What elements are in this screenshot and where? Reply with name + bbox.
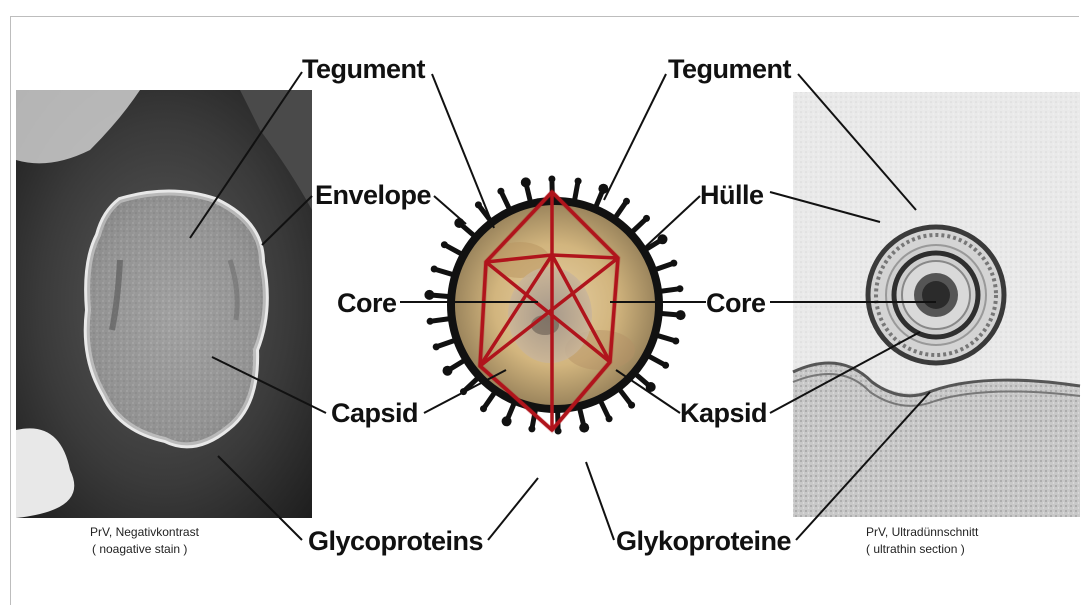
glycoprotein-spike-head [676, 285, 683, 292]
glycoprotein-spike-head [427, 318, 434, 325]
caption-left-line2: ( noagative stain ) [92, 541, 187, 557]
label-glycoproteins: Glycoproteins [308, 526, 483, 556]
glycoprotein-spike-head [676, 310, 686, 320]
glycoprotein-spike-head [579, 423, 589, 433]
glycoprotein-spike-head [443, 366, 453, 376]
glycoprotein-spike-head [658, 234, 668, 244]
label-glykoproteine: Glykoproteine [616, 526, 791, 556]
ultrathin-section-micrograph [793, 92, 1080, 517]
glycoprotein-spike-head [497, 188, 504, 195]
glycoprotein-spike-head [431, 266, 438, 273]
label-capsid: Capsid [331, 398, 418, 428]
label-kapsid: Kapsid [680, 398, 767, 428]
glycoprotein-spike-head [441, 241, 448, 248]
glycoprotein-spike-head [454, 218, 464, 228]
glycoprotein-spike-head [480, 405, 487, 412]
label-huelle: Hülle [700, 180, 764, 210]
glycoprotein-spike-head [521, 177, 531, 187]
glycoprotein-spike-head [662, 362, 669, 369]
glycoprotein-spike-head [628, 402, 635, 409]
caption-right-line1: PrV, Ultradünnschnitt [866, 524, 978, 540]
glycoprotein-spike-head [623, 198, 630, 205]
label-core-right: Core [706, 288, 766, 318]
glycoprotein-spike-head [575, 178, 582, 185]
virion-schematic [424, 176, 685, 435]
glycoprotein-spike-head [424, 290, 434, 300]
caption-right-line2: ( ultrathin section ) [866, 541, 965, 557]
label-tegument-right: Tegument [668, 54, 791, 84]
glycoprotein-spike-head [548, 176, 555, 183]
glycoprotein-spike-head [433, 343, 440, 350]
caption-left-line1: PrV, Negativkontrast [90, 524, 199, 540]
glycoprotein-spike-head [670, 260, 677, 267]
label-tegument-left: Tegument [302, 54, 425, 84]
glycoprotein-spike-head [672, 338, 679, 345]
glycoprotein-spike-head [528, 425, 535, 432]
label-core-left: Core [337, 288, 397, 318]
glycoprotein-spike-head [606, 415, 613, 422]
glycoprotein-spike-head [502, 416, 512, 426]
negative-stain-micrograph [16, 90, 312, 518]
glycoprotein-spike-head [643, 215, 650, 222]
label-envelope: Envelope [315, 180, 431, 210]
glycoprotein-spike-head [475, 201, 482, 208]
